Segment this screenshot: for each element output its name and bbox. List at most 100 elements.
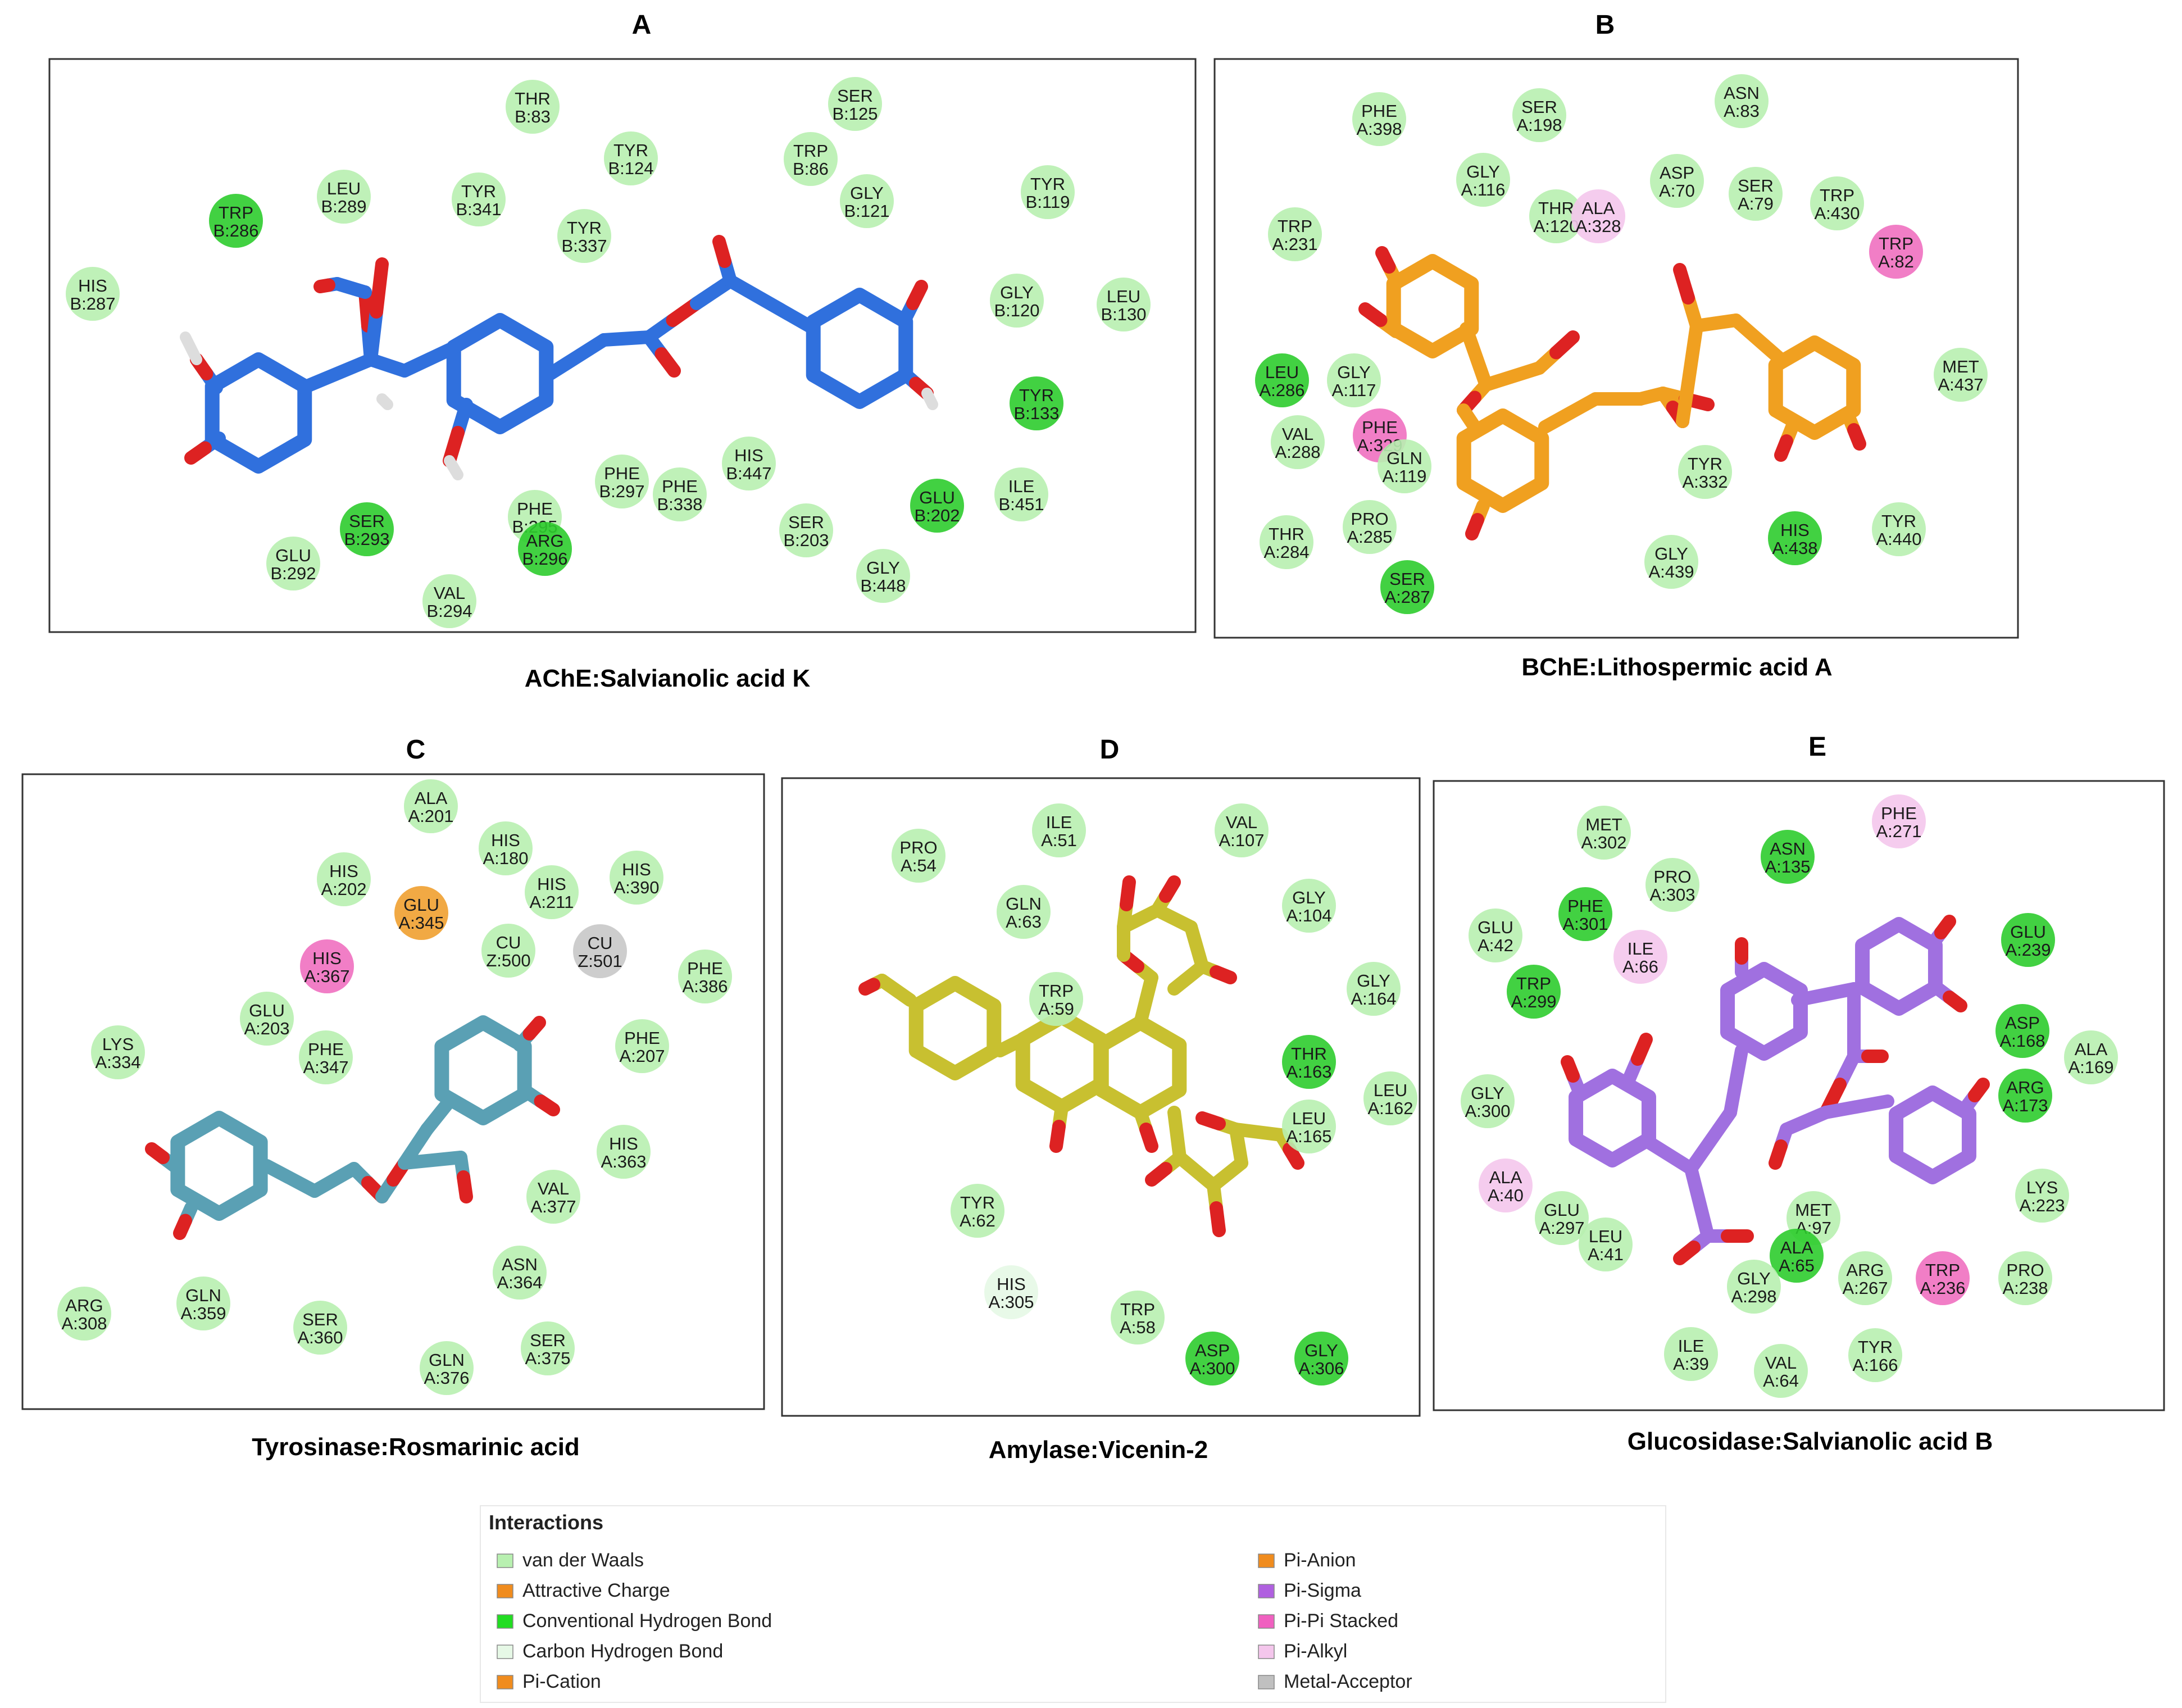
residue-name: ALA [415,788,448,808]
residue-disc [1644,535,1698,589]
residue-name: PHE [1881,803,1917,823]
legend-item: Pi-Cation [497,1671,601,1692]
residue-name: HIS [1780,520,1810,540]
residue-disc [951,1184,1004,1238]
residues: THRB:83SERB:125TYRB:124TRPB:86GLYB:121LE… [66,77,1151,628]
legend-swatch [1258,1645,1275,1659]
residue-disc [299,1030,353,1084]
residue-id: A:165 [1286,1126,1331,1146]
residue-name: LEU [1589,1227,1622,1246]
legend-swatch [497,1675,513,1689]
residue-disc [984,1265,1038,1319]
residues: ALAA:201HISA:202HISA:180HISA:390GLUA:345… [57,779,732,1395]
residue-id: B:287 [70,294,115,314]
residue-name: GLN [1387,448,1422,468]
residue-id: A:299 [1511,992,1556,1011]
residue-id: B:133 [1013,403,1059,423]
residue-id: A:238 [2002,1278,2048,1298]
residue-name: ALA [2075,1039,2108,1059]
residue-id: A:107 [1219,830,1264,850]
residue-cu-z-501: CUZ:501 [573,924,627,978]
residue-name: ARG [2006,1078,2044,1097]
residue-disc [1872,794,1926,848]
residue-name: GLN [185,1285,221,1305]
panel-letter: A [632,10,652,40]
residue-disc [1729,167,1783,221]
residue-disc [1029,972,1083,1026]
residue-name: TRP [793,141,828,161]
residue-id: B:289 [321,197,366,216]
residue-name: VAL [1282,424,1313,444]
residue-name: HIS [537,874,566,894]
residue-id: A:347 [303,1057,348,1077]
residue-disc [994,467,1048,521]
legend-label: van der Waals [522,1550,644,1571]
residue-disc [1916,1251,1970,1305]
residue-id: A:363 [601,1152,646,1171]
residue-disc [2001,913,2055,967]
residue-name: TRP [219,203,253,222]
ligand-structure [1561,915,1990,1265]
legend-item: Metal-Acceptor [1258,1671,1412,1692]
residue-id: A:54 [901,856,937,875]
residue-disc [597,1125,651,1179]
residue-name: PHE [517,499,553,519]
residue-id: A:202 [321,879,366,899]
residue-id: A:305 [988,1292,1034,1312]
legend-label: Pi-Sigma [1284,1580,1361,1601]
residue-disc [1456,153,1510,207]
residue-id: A:63 [1006,912,1042,932]
residue-id: B:203 [783,530,829,550]
residue-name: LEU [1374,1080,1407,1100]
residue-id: Z:501 [578,951,622,971]
residue-name: TRP [1516,974,1551,993]
panel-caption: BChE:Lithospermic acid A [1521,653,1832,681]
residue-disc [892,829,945,883]
residue-name: GLY [1292,888,1326,907]
residue-disc [1715,74,1769,128]
residue-disc [209,194,263,248]
panel-caption: Glucosidase:Salvianolic acid B [1628,1428,1993,1455]
residue-id: A:359 [180,1303,226,1323]
residue-disc [394,886,448,940]
residue-name: PHE [662,476,698,496]
residue-name: TRP [1879,234,1913,253]
residue-name: ARG [526,531,563,551]
panel-caption: Tyrosinase:Rosmarinic acid [252,1433,580,1461]
residue-name: GLY [1000,283,1034,302]
residue-disc [293,1301,347,1355]
residue-id: A:308 [61,1314,107,1333]
residue-id: A:375 [525,1348,570,1368]
residue-disc [1998,1251,2052,1305]
residue-id: B:293 [344,529,389,549]
residue-name: ASP [2005,1013,2040,1033]
